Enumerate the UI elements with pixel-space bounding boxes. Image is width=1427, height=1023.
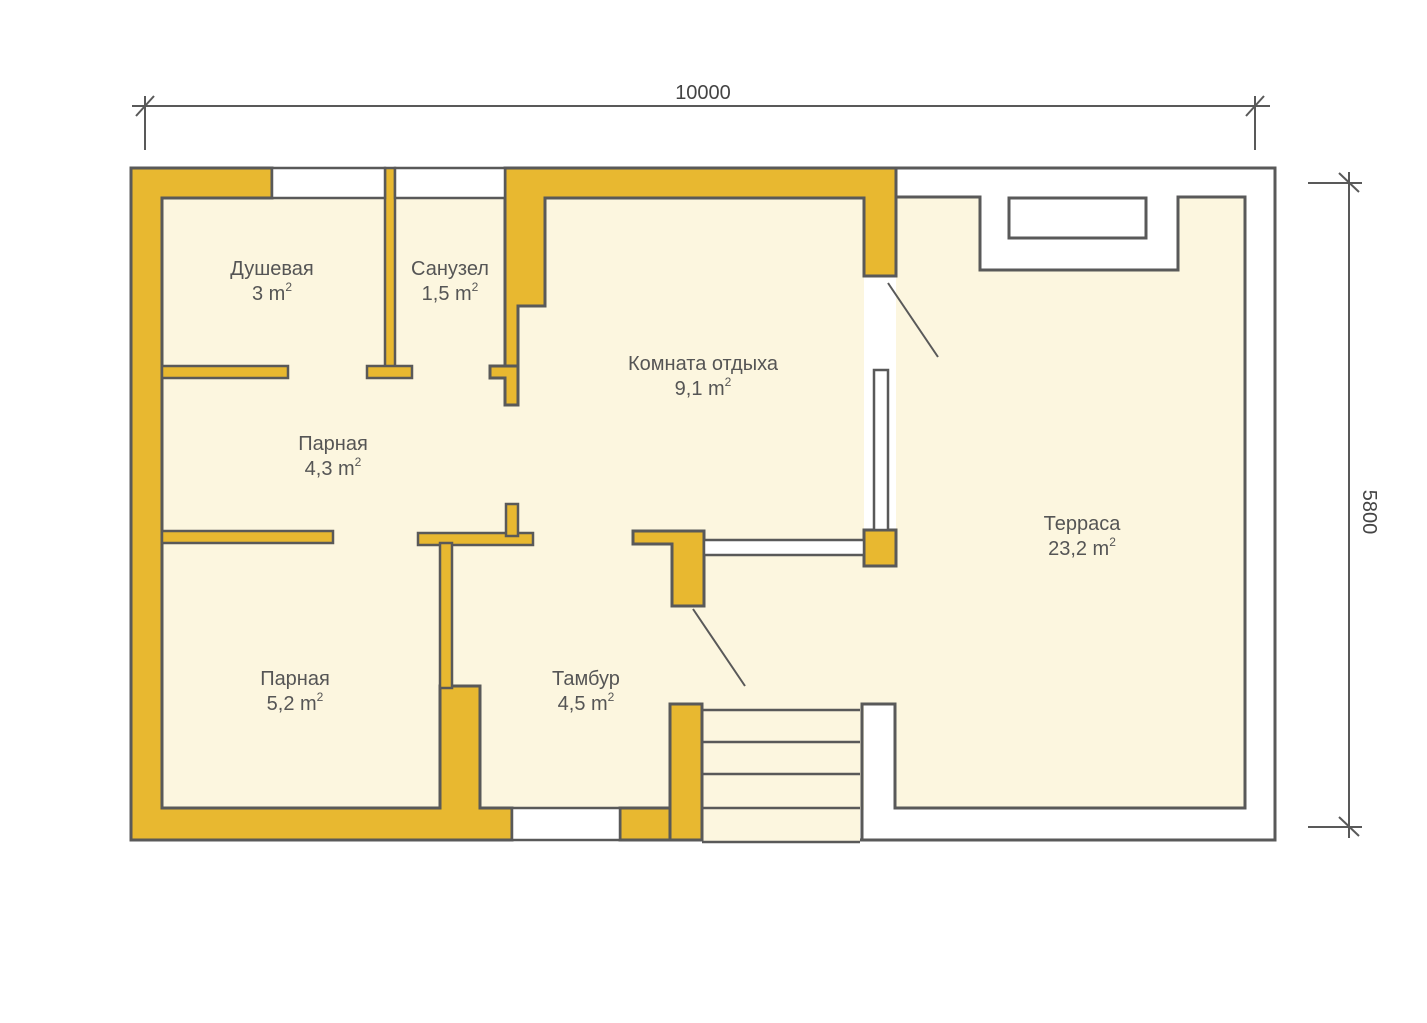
partition-parnaya-divider [160,529,335,545]
room-area: 4,5 m [558,693,608,715]
room-label: Парная 5,2 m2 [260,668,330,715]
window-rest-terrace [872,368,890,532]
door-swing-terrace [887,282,939,358]
partition-douche-bottom [160,364,290,380]
floor-terrace [700,197,1245,808]
room-label: Душевая 3 m2 [230,258,314,305]
partition-tambur-left [438,541,454,690]
room-label: Тамбур 4,5 m2 [552,668,620,715]
partition-douche-sanuzel [383,166,397,370]
dimension-width-label: 10000 [675,82,731,104]
dimension-height [1308,172,1362,838]
room-name: Душевая [230,258,314,280]
window-sanuzel [393,166,507,200]
room-label: Санузел 1,5 m2 [411,258,489,305]
room-area: 9,1 m [675,378,725,400]
room-area: 1,5 m [422,283,472,305]
dimension-height-label: 5800 [1358,490,1380,535]
area-unit-superscript: 2 [317,690,324,704]
room-name: Парная [260,668,330,690]
wall-pillar-terrace [862,528,898,568]
terrace-outline [860,166,1277,842]
room-label: Парная 4,3 m2 [298,433,368,480]
terrace-outer-edge [860,166,1277,842]
partition-tambur-stub [504,502,520,538]
area-unit-superscript: 2 [1109,535,1116,549]
room-label: Комната отдыха 9,1 m2 [628,353,779,400]
partition-t-cap [365,364,414,380]
area-unit-superscript: 2 [472,280,479,294]
area-unit-superscript: 2 [355,455,362,469]
stairs [702,708,860,844]
terrace-bench [1007,196,1148,240]
room-area: 5,2 m [267,693,317,715]
dimension-tick [135,95,155,117]
room-area: 4,3 m [305,458,355,480]
door-swing-tambur [692,608,746,687]
room-name: Комната отдыха [628,353,779,375]
wall-tambur-right [668,702,704,842]
terrace-inner-edge [860,195,1247,840]
room-area: 23,2 m [1048,538,1109,560]
room-name: Терраса [1044,513,1122,535]
room-label: Терраса 23,2 m2 [1044,513,1122,560]
doors [692,282,939,687]
area-unit-superscript: 2 [608,690,615,704]
window-tambur-terrace [702,538,866,557]
area-unit-superscript: 2 [725,375,732,389]
area-unit-superscript: 2 [285,280,292,294]
partitions [160,166,535,690]
room-name: Парная [298,433,368,455]
window-douche [270,166,387,200]
room-area: 3 m [252,283,285,305]
room-name: Санузел [411,258,489,280]
window-tambur-bottom [510,806,622,842]
windows [270,166,890,842]
wall-pillar-tambur [631,529,706,608]
dimension-tick [1338,172,1360,193]
room-name: Тамбур [552,668,620,690]
dimension-tick [1245,95,1265,117]
wall-partition-center [488,364,520,407]
dimension-width [132,95,1270,150]
walls [129,166,898,842]
dimension-tick [1338,816,1360,837]
